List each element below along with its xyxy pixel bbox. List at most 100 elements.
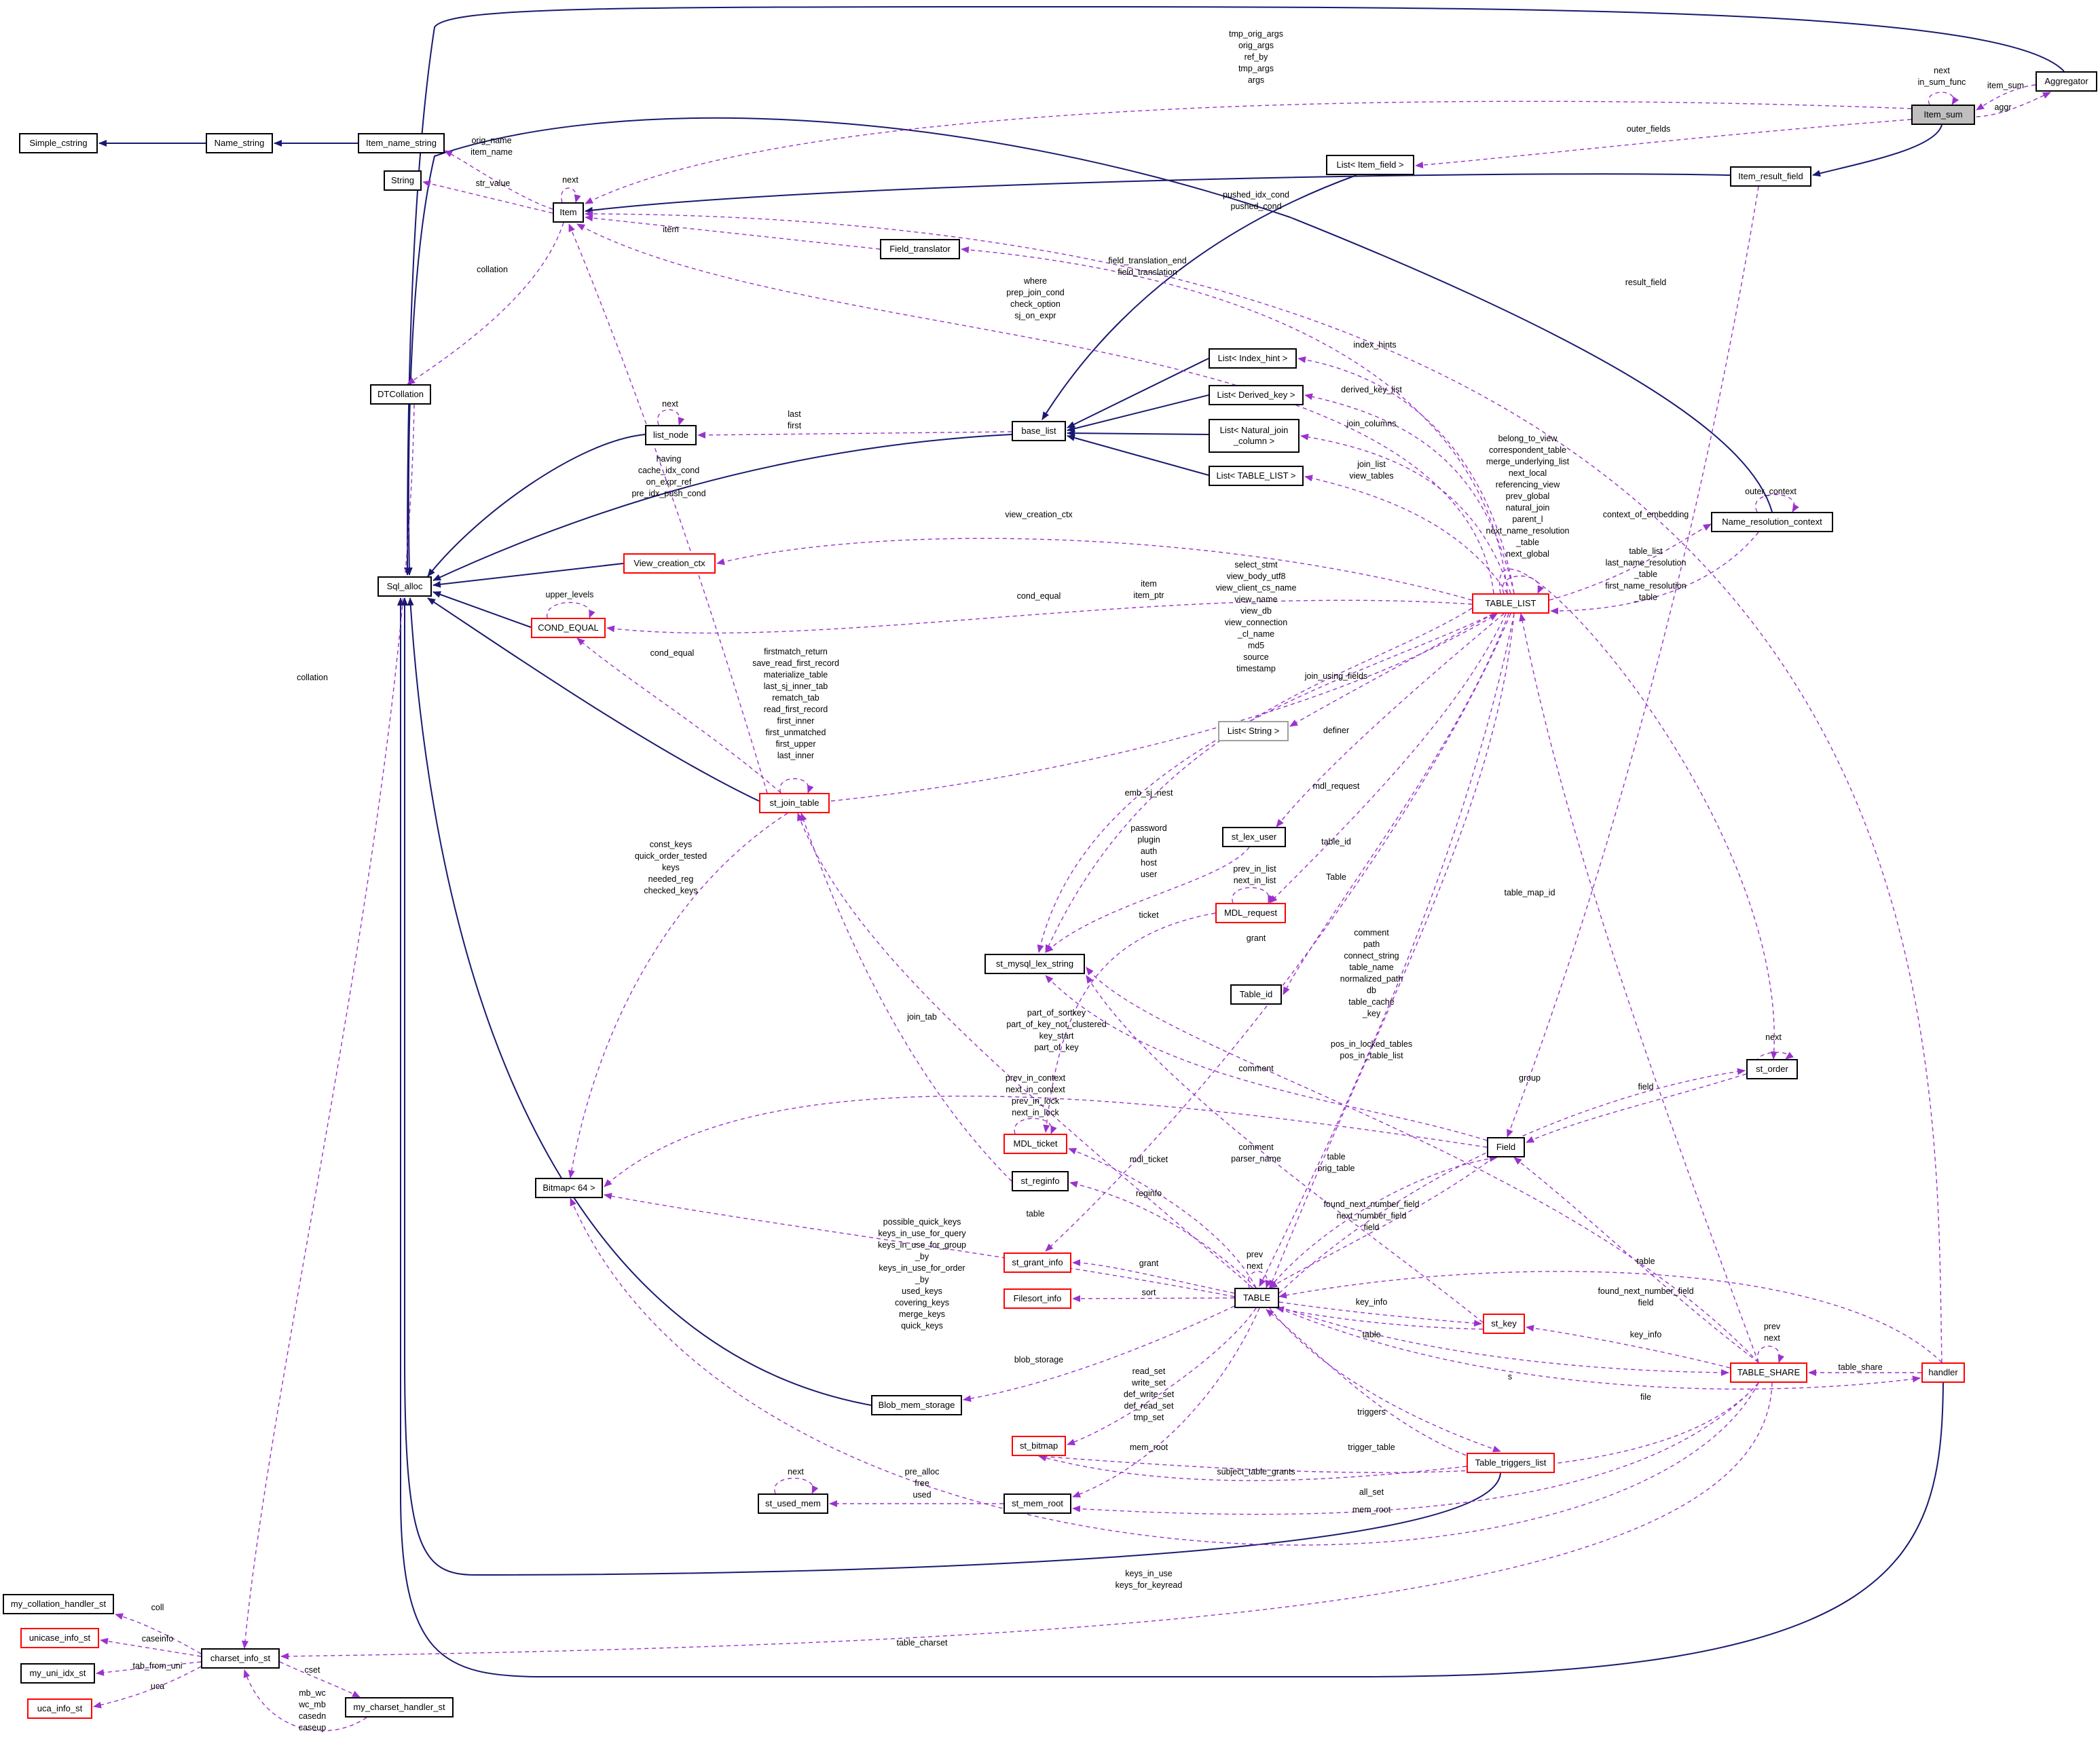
label-item-ptr: item item_ptr bbox=[1133, 579, 1164, 600]
label-found-next: found_next_number_field next_number_fiel… bbox=[1323, 1200, 1420, 1232]
node-list-table-list[interactable]: List< TABLE_LIST > bbox=[1209, 466, 1304, 486]
edge-name-resolution-context-to-sql-alloc bbox=[405, 117, 1773, 576]
node-dtcollation[interactable]: DTCollation bbox=[370, 384, 431, 405]
node-st-order[interactable]: st_order bbox=[1746, 1059, 1798, 1079]
label-reginfo: reginfo bbox=[1135, 1189, 1162, 1198]
node-list-item-field[interactable]: List< Item_field > bbox=[1326, 155, 1414, 175]
edge-charset-info-st-to-my-charset-handler-st bbox=[279, 1661, 361, 1698]
edge-base-list-to-list-node bbox=[697, 431, 1012, 439]
edge-table-triggers-list-to-table bbox=[1266, 1309, 1488, 1464]
node-my-uni-idx-st[interactable]: my_uni_idx_st bbox=[20, 1663, 95, 1684]
node-cond-equal[interactable]: COND_EQUAL bbox=[531, 618, 606, 638]
node-mdl-ticket[interactable]: MDL_ticket bbox=[1003, 1134, 1067, 1154]
edge-table-to-bitmap64 bbox=[604, 1193, 1235, 1297]
node-unicase-info-st[interactable]: unicase_info_st bbox=[20, 1628, 99, 1648]
label-cond-equal-a: cond_equal bbox=[1016, 591, 1061, 601]
label-table-h: table bbox=[1636, 1257, 1655, 1266]
edge-item-sum-to-aggregator bbox=[1976, 92, 2051, 117]
node-st-mem-root[interactable]: st_mem_root bbox=[1003, 1493, 1071, 1514]
edge-table-to-field bbox=[1269, 1155, 1498, 1288]
edge-item-to-item-name-string bbox=[444, 150, 553, 210]
edge-table-to-st-mem-root bbox=[1072, 1307, 1260, 1498]
edge-table-to-st-join-table bbox=[797, 813, 1253, 1288]
node-charset-info-st[interactable]: charset_info_st bbox=[201, 1648, 280, 1669]
node-sql-alloc[interactable]: Sql_alloc bbox=[377, 576, 432, 597]
label-prev-in-list: prev_in_list next_in_list bbox=[1233, 864, 1276, 885]
edge-view-creation-ctx-to-sql-alloc bbox=[432, 563, 624, 588]
node-list-string[interactable]: List< String > bbox=[1218, 721, 1289, 741]
node-field[interactable]: Field bbox=[1487, 1137, 1525, 1157]
node-st-bitmap[interactable]: st_bitmap bbox=[1012, 1436, 1066, 1456]
node-blob-mem-storage[interactable]: Blob_mem_storage bbox=[871, 1395, 962, 1415]
edge-st-used-mem-self bbox=[774, 1477, 819, 1494]
node-st-grant-info[interactable]: st_grant_info bbox=[1003, 1252, 1071, 1273]
edge-list-node-self bbox=[657, 409, 685, 426]
node-item-result-field[interactable]: Item_result_field bbox=[1730, 166, 1811, 187]
node-st-join-table[interactable]: st_join_table bbox=[759, 793, 830, 813]
label-tab-from-uni: tab_from_uni bbox=[132, 1661, 183, 1671]
label-firstmatch: firstmatch_return save_read_first_record… bbox=[752, 647, 839, 760]
edge-handler-to-sql-alloc bbox=[397, 597, 1944, 1677]
node-filesort-info[interactable]: Filesort_info bbox=[1003, 1288, 1071, 1309]
label-str-value: str_value bbox=[475, 179, 511, 188]
node-string[interactable]: String bbox=[384, 170, 422, 191]
edge-table-list-to-st-order-item bbox=[1498, 568, 1777, 1060]
edge-item-sum-args-to-item bbox=[585, 100, 1912, 204]
label-ticket: ticket bbox=[1139, 910, 1159, 920]
label-outer-fields: outer_fields bbox=[1626, 124, 1671, 134]
label-key-info-s: key_info bbox=[1629, 1330, 1662, 1339]
node-base-list[interactable]: base_list bbox=[1012, 421, 1066, 441]
node-uca-info-st[interactable]: uca_info_st bbox=[27, 1698, 92, 1719]
node-list-node[interactable]: list_node bbox=[645, 425, 697, 445]
node-table-share[interactable]: TABLE_SHARE bbox=[1730, 1362, 1807, 1383]
label-table-share-h: table_share bbox=[1838, 1362, 1883, 1372]
node-field-translator[interactable]: Field_translator bbox=[880, 239, 960, 259]
edge-table-list-to-view-creation-ctx bbox=[716, 538, 1473, 601]
node-bitmap64[interactable]: Bitmap< 64 > bbox=[535, 1178, 603, 1198]
label-table-k: table bbox=[1362, 1330, 1381, 1339]
node-st-mysql-lex-string[interactable]: st_mysql_lex_string bbox=[984, 954, 1085, 974]
node-name-resolution-context[interactable]: Name_resolution_context bbox=[1711, 512, 1833, 532]
node-name-string[interactable]: Name_string bbox=[206, 133, 273, 153]
label-result-field: result_field bbox=[1625, 278, 1667, 287]
node-list-natural-join-column[interactable]: List< Natural_join _column > bbox=[1209, 419, 1300, 453]
node-item-sum[interactable]: Item_sum bbox=[1911, 105, 1975, 125]
label-s: s bbox=[1507, 1372, 1513, 1381]
node-simple-cstring[interactable]: Simple_cstring bbox=[19, 133, 98, 153]
node-my-charset-handler-st[interactable]: my_charset_handler_st bbox=[345, 1697, 454, 1717]
edge-table-to-st-grant-info bbox=[1072, 1259, 1235, 1294]
node-aggregator[interactable]: Aggregator bbox=[2035, 71, 2097, 92]
node-st-lex-user[interactable]: st_lex_user bbox=[1222, 827, 1286, 847]
edge-st-key-to-st-mysql-lex-string bbox=[1086, 975, 1484, 1323]
node-st-used-mem[interactable]: st_used_mem bbox=[758, 1493, 828, 1514]
label-context-of-embedding: context_of_embedding bbox=[1602, 510, 1689, 519]
label-aggr: aggr bbox=[1994, 103, 2012, 112]
node-item-name-string[interactable]: Item_name_string bbox=[358, 133, 445, 153]
edge-field-translator-to-item bbox=[585, 215, 881, 250]
node-mdl-request[interactable]: MDL_request bbox=[1215, 903, 1286, 923]
label-ft-item: item bbox=[663, 225, 679, 234]
edge-table-to-handler bbox=[1278, 1307, 1921, 1390]
node-table-list[interactable]: TABLE_LIST bbox=[1472, 593, 1549, 614]
edge-table-share-to-field bbox=[1513, 1157, 1759, 1363]
node-st-key[interactable]: st_key bbox=[1483, 1314, 1525, 1334]
label-table-charset: table_charset bbox=[896, 1638, 948, 1648]
node-table-triggers-list[interactable]: Table_triggers_list bbox=[1467, 1453, 1555, 1473]
node-view-creation-ctx[interactable]: View_creation_ctx bbox=[623, 553, 716, 574]
edge-table-share-self bbox=[1756, 1345, 1785, 1363]
label-join-using-fields: join_using_fields bbox=[1304, 671, 1368, 681]
edge-table-list-to-st-grant-info bbox=[1045, 613, 1511, 1252]
label-possible-quick-keys: possible_quick_keys keys_in_use_for_quer… bbox=[878, 1217, 966, 1331]
node-st-reginfo[interactable]: st_reginfo bbox=[1012, 1171, 1069, 1191]
label-file: file bbox=[1640, 1392, 1651, 1402]
node-list-index-hint[interactable]: List< Index_hint > bbox=[1209, 348, 1297, 369]
node-handler[interactable]: handler bbox=[1921, 1362, 1965, 1383]
edge-item-sum-to-item-result-field bbox=[1812, 124, 1942, 177]
node-item[interactable]: Item bbox=[553, 202, 584, 223]
label-grant-l: grant bbox=[1139, 1259, 1159, 1268]
edge-mdl-ticket-self bbox=[1014, 1117, 1057, 1134]
node-my-collation-handler-st[interactable]: my_collation_handler_st bbox=[3, 1594, 114, 1614]
node-table[interactable]: TABLE bbox=[1234, 1288, 1279, 1308]
node-table-id[interactable]: Table_id bbox=[1230, 984, 1282, 1005]
node-list-derived-key[interactable]: List< Derived_key > bbox=[1209, 385, 1304, 405]
